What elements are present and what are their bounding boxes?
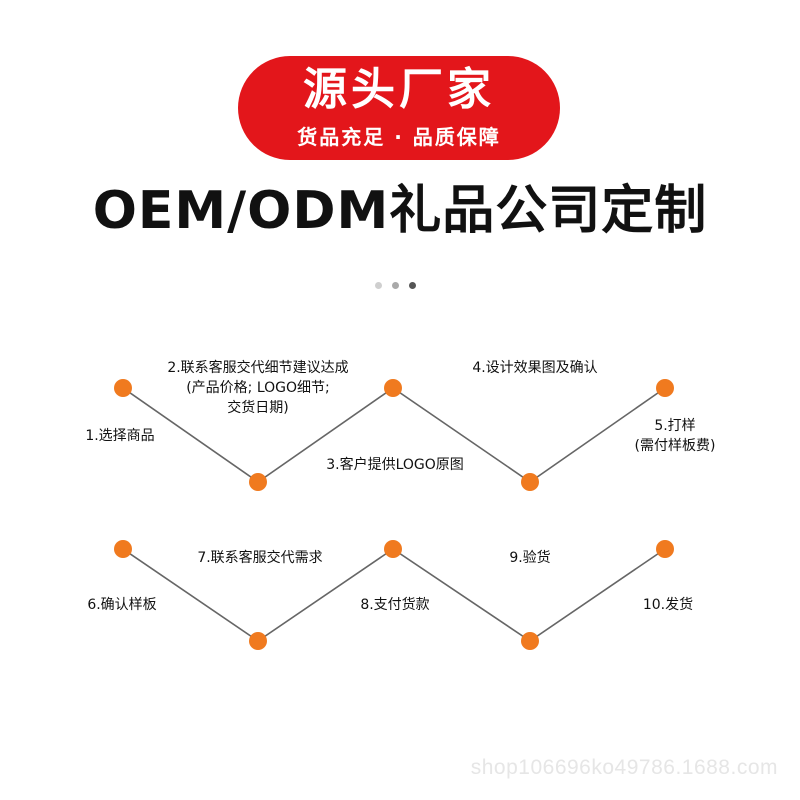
step-2-text-line1: 2.联系客服交代细节建议达成 <box>167 360 349 376</box>
step-2-node <box>249 473 267 491</box>
step-10-node <box>656 540 674 558</box>
step-3-label: 3.客户提供LOGO原图 <box>310 455 480 475</box>
step-5-label: 5.打样 (需付样板费) <box>615 416 735 456</box>
step-7-label: 7.联系客服交代需求 <box>185 548 335 568</box>
step-5-node <box>656 379 674 397</box>
step-4-text: 4.设计效果图及确认 <box>472 360 598 376</box>
step-1-text: 1.选择商品 <box>85 428 155 444</box>
step-1-label: 1.选择商品 <box>60 426 180 446</box>
step-10-label: 10.发货 <box>618 595 718 615</box>
step-4-label: 4.设计效果图及确认 <box>455 358 615 378</box>
step-5-text-line1: 5.打样 <box>654 418 696 434</box>
step-2-text-line3: 交货日期) <box>227 400 289 416</box>
step-2-label: 2.联系客服交代细节建议达成 (产品价格; LOGO细节; 交货日期) <box>133 358 383 418</box>
pager-dot[interactable] <box>392 282 399 289</box>
step-8-label: 8.支付货款 <box>340 595 450 615</box>
step-2-text-line2: (产品价格; LOGO细节; <box>186 380 330 396</box>
step-7-node <box>249 632 267 650</box>
step-1-node <box>114 379 132 397</box>
step-3-node <box>384 379 402 397</box>
step-6-node <box>114 540 132 558</box>
step-7-text: 7.联系客服交代需求 <box>197 550 323 566</box>
step-9-label: 9.验货 <box>490 548 570 568</box>
step-8-text: 8.支付货款 <box>360 597 430 613</box>
step-6-label: 6.确认样板 <box>62 595 182 615</box>
pager-dot[interactable] <box>409 282 416 289</box>
pager-dot[interactable] <box>375 282 382 289</box>
flow-nodes <box>114 379 674 650</box>
step-3-text: 3.客户提供LOGO原图 <box>326 457 464 473</box>
step-9-node <box>521 632 539 650</box>
step-10-text: 10.发货 <box>642 597 694 613</box>
page-title: OEM/ODM礼品公司定制 <box>92 181 708 241</box>
watermark: shop106696ko49786.1688.com <box>470 756 778 779</box>
step-4-node <box>521 473 539 491</box>
step-8-node <box>384 540 402 558</box>
step-6-text: 6.确认样板 <box>87 597 157 613</box>
banner-subtitle: 货品充足 · 品质保障 <box>297 125 501 149</box>
banner: 源头厂家 货品充足 · 品质保障 <box>238 56 560 160</box>
step-5-text-line2: (需付样板费) <box>634 438 716 454</box>
step-9-text: 9.验货 <box>509 550 551 566</box>
banner-title: 源头厂家 <box>303 64 495 115</box>
